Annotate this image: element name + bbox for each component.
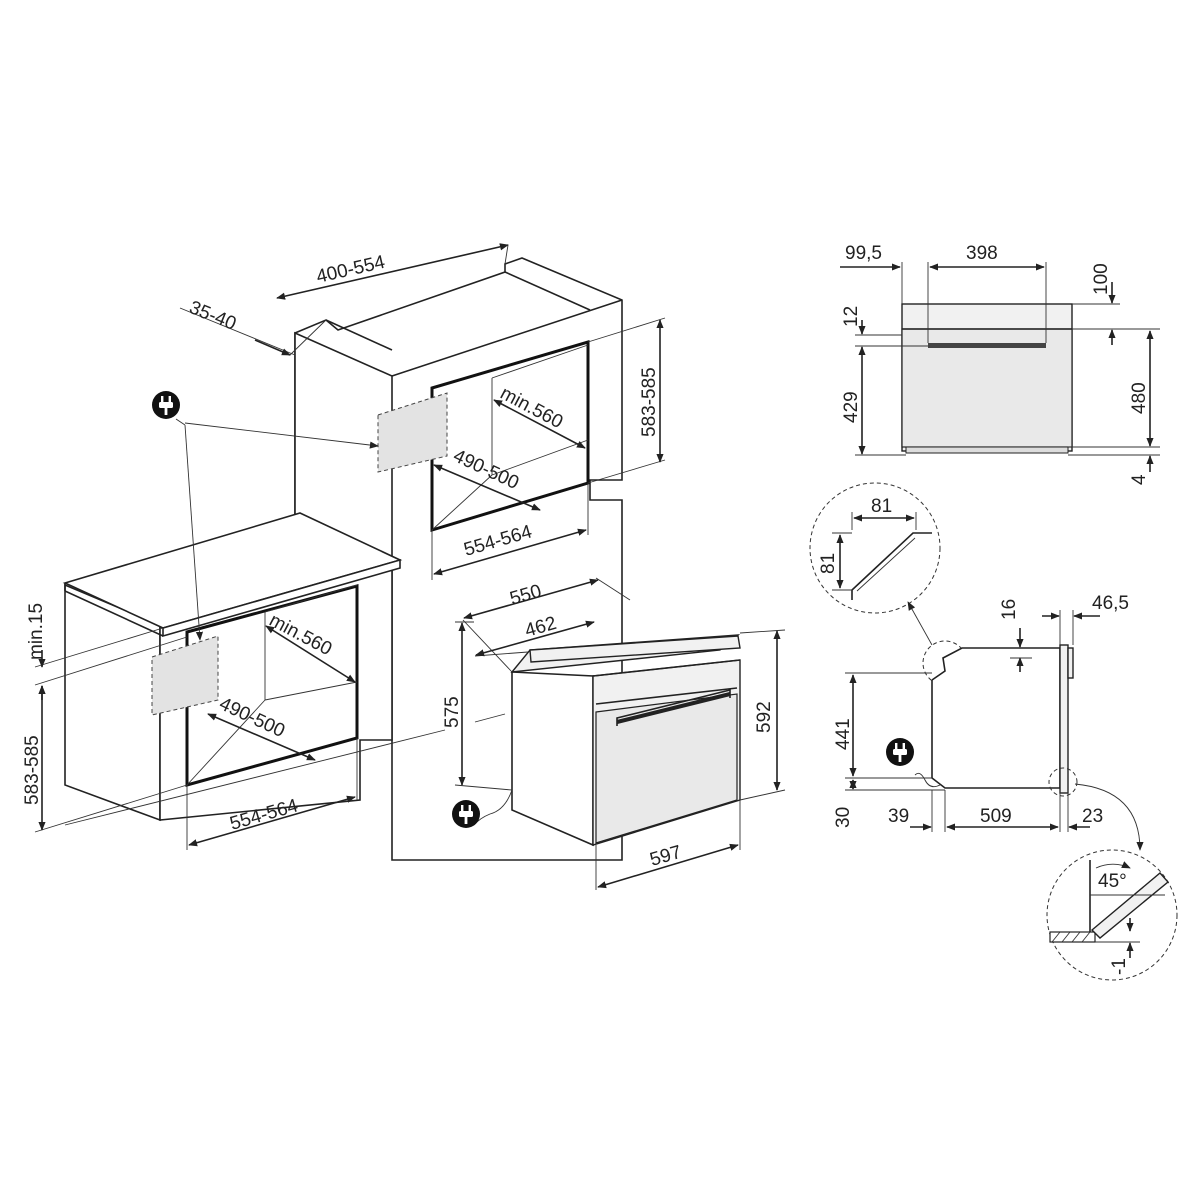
dimension-lines-front: 99,5 398 100 12 429 480 4 — [840, 243, 1160, 485]
electrical-zone-upper — [377, 392, 448, 473]
dim-side-bottom: 30 — [833, 807, 854, 828]
plug-icon — [152, 391, 180, 419]
dim-oven-height-total: 592 — [754, 701, 775, 733]
dim-top-back-gap: 35-40 — [186, 297, 239, 335]
dim-under-niche-height: 583-585 — [22, 735, 43, 805]
plug-icon — [886, 738, 914, 766]
dim-detail-a: 81 — [871, 496, 892, 517]
electrical-zone-lower — [151, 635, 219, 716]
dim-side-top: 16 — [999, 599, 1020, 620]
dim-front-offset: 99,5 — [845, 243, 882, 264]
dim-side-rear: 39 — [888, 806, 909, 827]
detail-chamfer: 81 81 — [809, 482, 941, 646]
oven-side-view — [914, 640, 1078, 797]
dim-under-gap: min.15 — [26, 603, 47, 660]
dim-side-height: 441 — [833, 718, 854, 750]
dim-tall-niche-height: 583-585 — [639, 367, 660, 437]
dim-top-depth: 400-554 — [314, 252, 387, 288]
plug-icon — [452, 800, 480, 828]
dim-oven-width: 597 — [648, 842, 684, 871]
dim-front-top-strip: 100 — [1091, 263, 1112, 295]
dim-oven-height-body: 575 — [442, 696, 463, 728]
dim-front-height: 480 — [1129, 382, 1150, 414]
dim-side-body: 509 — [980, 806, 1012, 827]
detail-angle: 45° -1 — [1046, 849, 1178, 981]
dim-front-handle-width: 398 — [966, 243, 998, 264]
dim-angle: 45° — [1098, 871, 1127, 892]
dim-side-door-depth: 46,5 — [1092, 593, 1129, 614]
dimension-lines-side: 16 46,5 441 30 39 509 23 — [833, 593, 1144, 851]
dim-front-bottom: 4 — [1129, 474, 1150, 485]
base-cabinet — [62, 512, 403, 822]
oven-front-view — [901, 303, 1073, 454]
dim-front-door-height: 429 — [841, 391, 862, 423]
dim-detail-b: 81 — [818, 553, 839, 574]
dim-step: -1 — [1109, 958, 1130, 975]
dim-front-panel-thickness: 12 — [841, 306, 862, 327]
dim-side-front: 23 — [1082, 806, 1103, 827]
